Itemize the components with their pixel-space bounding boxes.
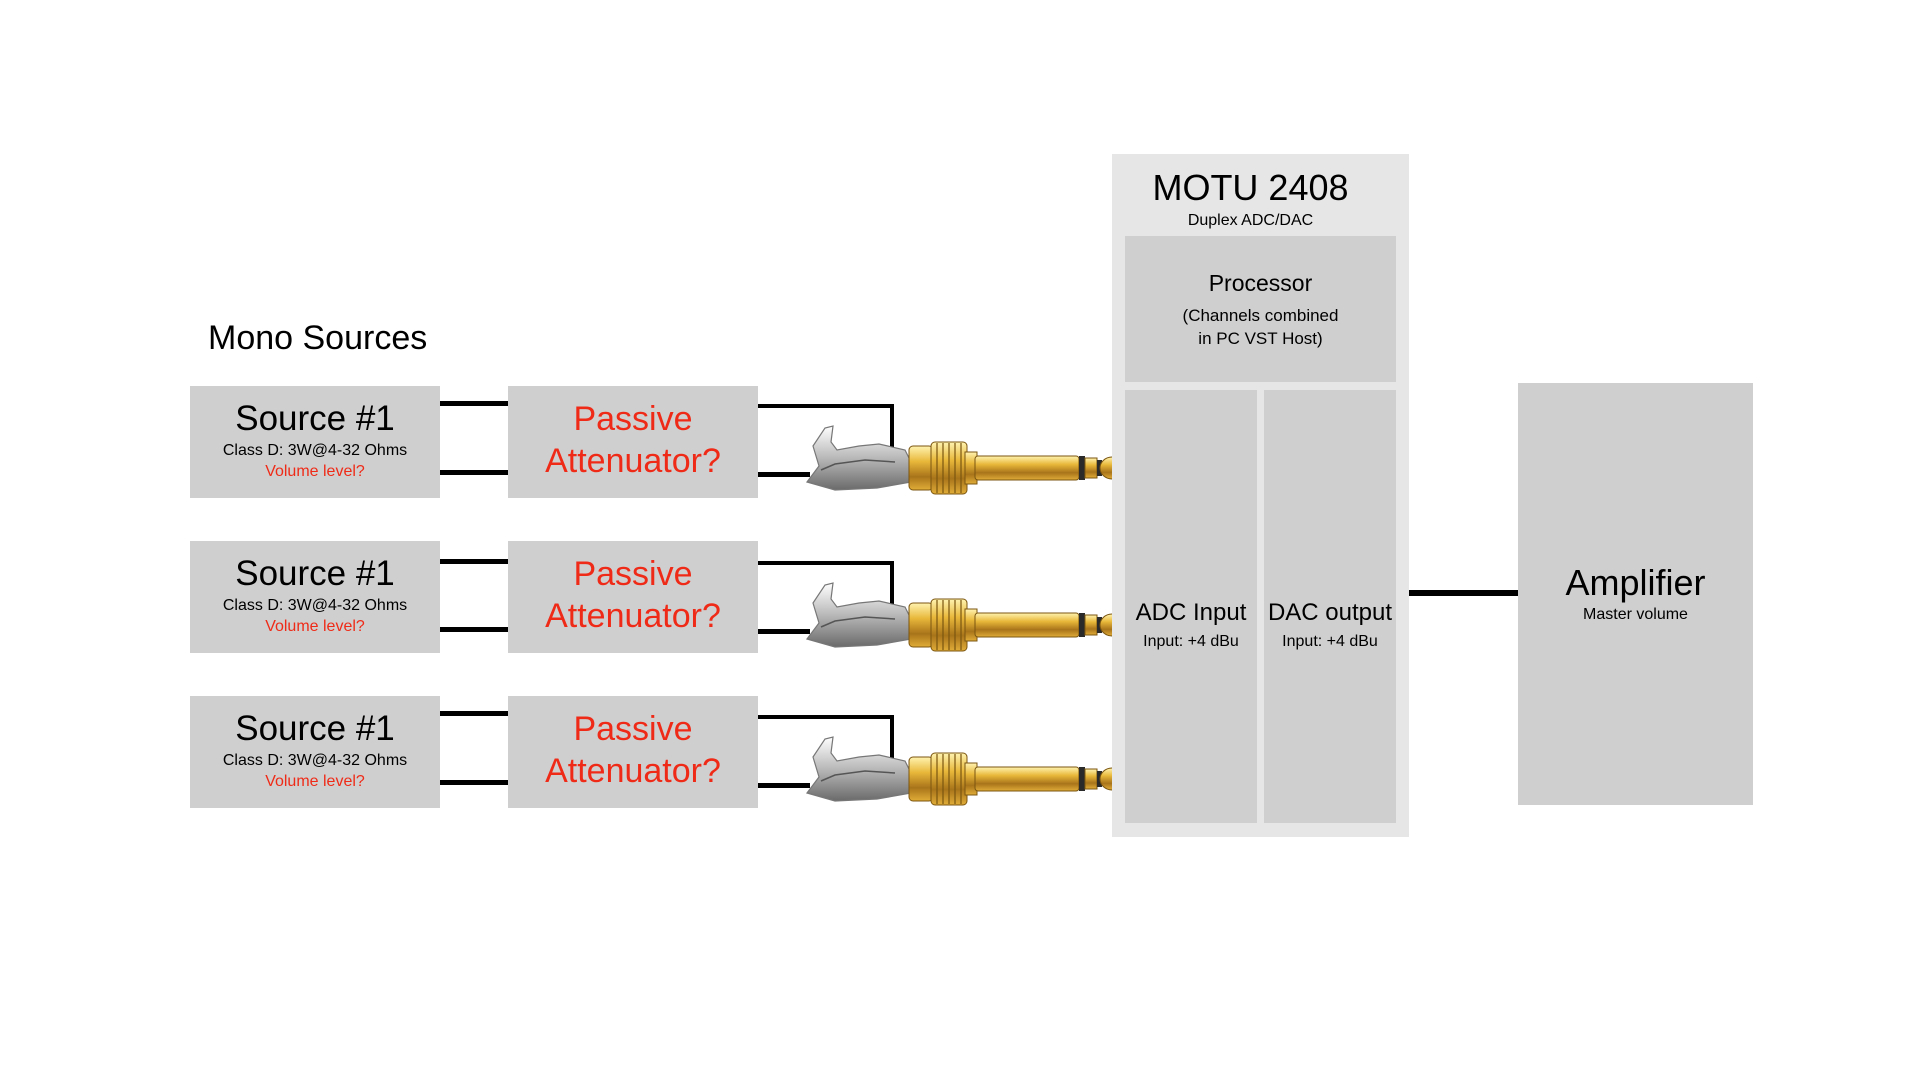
wire bbox=[758, 404, 893, 408]
motu-device-panel: MOTU 2408 Duplex ADC/DAC Processor (Chan… bbox=[1112, 154, 1409, 837]
source-volume-note: Volume level? bbox=[265, 773, 365, 790]
wire bbox=[758, 472, 810, 477]
attenuator-line1: Passive bbox=[573, 400, 693, 438]
source-spec: Class D: 3W@4-32 Ohms bbox=[222, 597, 408, 614]
processor-detail: (Channels combined in PC VST Host) bbox=[1125, 304, 1396, 350]
wire bbox=[440, 627, 508, 632]
wire bbox=[890, 715, 894, 763]
wire bbox=[758, 629, 810, 634]
dac-output-title: DAC output bbox=[1267, 599, 1393, 626]
source-title: Source #1 bbox=[235, 709, 395, 748]
source-title: Source #1 bbox=[235, 399, 395, 438]
amplifier-subtitle: Master volume bbox=[1583, 606, 1688, 623]
processor-title: Processor bbox=[1208, 270, 1313, 296]
source-spec: Class D: 3W@4-32 Ohms bbox=[222, 442, 408, 459]
attenuator-line2: Attenuator? bbox=[545, 752, 721, 790]
wire bbox=[440, 559, 508, 564]
attenuator-box-2: Passive Attenuator? bbox=[508, 541, 758, 653]
mono-jack-plug-icon bbox=[805, 425, 1125, 495]
attenuator-box-1: Passive Attenuator? bbox=[508, 386, 758, 498]
adc-input-title: ADC Input bbox=[1135, 599, 1247, 626]
wire bbox=[440, 711, 508, 716]
attenuator-line2: Attenuator? bbox=[545, 597, 721, 635]
source-box-1: Source #1 Class D: 3W@4-32 Ohms Volume l… bbox=[190, 386, 440, 498]
amplifier-title: Amplifier bbox=[1565, 562, 1706, 603]
attenuator-line2: Attenuator? bbox=[545, 442, 721, 480]
source-spec: Class D: 3W@4-32 Ohms bbox=[222, 752, 408, 769]
attenuator-box-3: Passive Attenuator? bbox=[508, 696, 758, 808]
source-volume-note: Volume level? bbox=[265, 618, 365, 635]
amplifier-box: Amplifier Master volume bbox=[1518, 383, 1753, 805]
wire bbox=[890, 561, 894, 609]
processor-box: Processor (Channels combined in PC VST H… bbox=[1125, 236, 1396, 382]
dac-output-box: DAC output Input: +4 dBu bbox=[1264, 390, 1396, 823]
source-volume-note: Volume level? bbox=[265, 463, 365, 480]
source-box-3: Source #1 Class D: 3W@4-32 Ohms Volume l… bbox=[190, 696, 440, 808]
wire bbox=[440, 470, 508, 475]
attenuator-line1: Passive bbox=[573, 710, 693, 748]
wire bbox=[890, 404, 894, 452]
wire bbox=[758, 715, 893, 719]
mono-jack-plug-icon bbox=[805, 582, 1125, 652]
section-title: Mono Sources bbox=[208, 319, 428, 357]
wire bbox=[440, 780, 508, 785]
processor-detail-line1: (Channels combined bbox=[1182, 306, 1339, 325]
attenuator-line1: Passive bbox=[573, 555, 693, 593]
motu-title: MOTU 2408 bbox=[1152, 167, 1349, 208]
dac-output-sub: Input: +4 dBu bbox=[1282, 633, 1378, 650]
mono-jack-plug-icon bbox=[805, 736, 1125, 806]
source-box-2: Source #1 Class D: 3W@4-32 Ohms Volume l… bbox=[190, 541, 440, 653]
wire bbox=[1409, 590, 1518, 596]
source-title: Source #1 bbox=[235, 554, 395, 593]
wire bbox=[758, 561, 893, 565]
wire bbox=[440, 401, 508, 406]
adc-input-sub: Input: +4 dBu bbox=[1143, 633, 1239, 650]
motu-subtitle: Duplex ADC/DAC bbox=[1187, 212, 1314, 229]
adc-input-box: ADC Input Input: +4 dBu bbox=[1125, 390, 1257, 823]
processor-detail-line2: in PC VST Host) bbox=[1198, 329, 1323, 348]
wire bbox=[758, 783, 810, 788]
